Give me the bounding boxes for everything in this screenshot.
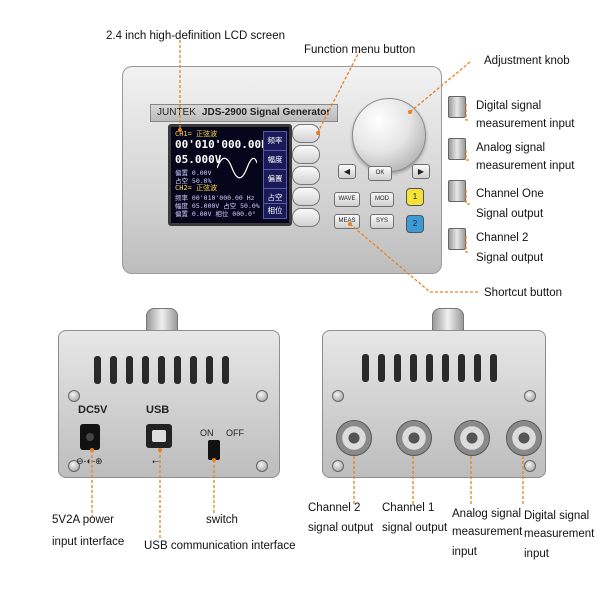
lcd-offset: 偏置 0.00V (175, 169, 212, 177)
lcd-ch2-offset: 偏置 0.00V 相位 000.0° (175, 210, 256, 218)
vent-slot (110, 356, 117, 384)
top-knob-back (146, 308, 178, 334)
screw (332, 390, 344, 402)
vent-slot (190, 356, 197, 384)
label-function-menu: Function menu button (304, 44, 416, 56)
usb-port (146, 424, 172, 448)
meas-button[interactable]: MEAS (334, 214, 360, 229)
channel-1-button[interactable]: 1 (406, 188, 424, 206)
channel-2-button[interactable]: 2 (406, 215, 424, 233)
label-bottom-ch1-2: signal output (382, 522, 448, 534)
screw (524, 390, 536, 402)
label-power-2: input interface (52, 536, 125, 548)
label-digital-input-2: measurement input (476, 118, 575, 130)
lcd-duty: 占空 50.0% (175, 177, 212, 185)
right-arrow-button[interactable]: ▶ (412, 164, 430, 179)
label-bottom-ch1-1: Channel 1 (382, 502, 435, 514)
function-menu-button-5[interactable] (292, 208, 320, 227)
usb-label: USB (146, 404, 170, 416)
switch-off-label: OFF (226, 428, 244, 438)
function-menu-button-4[interactable] (292, 187, 320, 206)
ok-button[interactable]: OK (368, 166, 392, 181)
brand-name: JUNTEK (157, 107, 196, 118)
screw (256, 460, 268, 472)
label-bottom-digital-1: Digital signal (524, 510, 590, 522)
label-adjustment-knob: Adjustment knob (484, 55, 570, 67)
function-menu-button-3[interactable] (292, 166, 320, 185)
label-digital-input-1: Digital signal (476, 100, 542, 112)
label-ch2-output-2: Signal output (476, 252, 544, 264)
lcd-screen: CH1= 正弦波 00'010'000.00Hz 05.000V 偏置 0.00… (168, 124, 292, 226)
lcd-amplitude: 05.000V (175, 153, 222, 166)
label-analog-input-1: Analog signal (476, 142, 546, 154)
lcd-ch2-header: CH2= 正弦波 (175, 184, 218, 192)
label-ch1-output-2: Signal output (476, 208, 544, 220)
label-bottom-analog-1: Analog signal (452, 508, 522, 520)
bnc-channel-1-output (396, 420, 432, 456)
vent-slot (378, 354, 385, 382)
vent-slot (142, 356, 149, 384)
label-shortcut-button: Shortcut button (484, 287, 562, 299)
label-bottom-analog-2: measurement (452, 526, 523, 538)
dc-power-jack (80, 424, 100, 450)
bnc-digital-input (506, 420, 542, 456)
lcd-ch1-header: CH1= 正弦波 (175, 130, 218, 138)
label-bottom-ch2-2: signal output (308, 522, 374, 534)
vent-slot (474, 354, 481, 382)
label-ch2-output-1: Channel 2 (476, 232, 529, 244)
screw (256, 390, 268, 402)
label-ch1-output-1: Channel One (476, 188, 544, 200)
vent-slot (174, 356, 181, 384)
model-name: JDS-2900 Signal Generator (201, 107, 331, 118)
bnc-analog-input (454, 420, 490, 456)
vent-slot (94, 356, 101, 384)
lcd-ch2-amplitude: 幅度 05.000V 占空 50.0% (175, 202, 260, 210)
vent-slot (458, 354, 465, 382)
vent-slot (126, 356, 133, 384)
vent-slot (490, 354, 497, 382)
lcd-frequency: 00'010'000.00Hz (175, 138, 275, 151)
back-panel-view (58, 330, 280, 478)
vent-slot (442, 354, 449, 382)
usb-icon: ⭠ (152, 456, 160, 466)
power-switch[interactable] (208, 440, 220, 460)
dc5v-label: DC5V (78, 404, 108, 416)
label-lcd-screen: 2.4 inch high-definition LCD screen (106, 30, 285, 42)
vent-slot (410, 354, 417, 382)
mod-button[interactable]: MOD (370, 192, 394, 207)
lcd-menu-phase: 相位 (263, 203, 287, 219)
label-usb-comm: USB communication interface (144, 540, 296, 552)
function-menu-button-2[interactable] (292, 145, 320, 164)
vent-slot (158, 356, 165, 384)
screw (524, 460, 536, 472)
label-bottom-analog-3: input (452, 546, 477, 558)
label-bottom-digital-2: measurement (524, 528, 595, 540)
vent-slot (394, 354, 401, 382)
sine-wave-icon (217, 157, 257, 179)
sys-button[interactable]: SYS (370, 214, 394, 229)
vent-slot (426, 354, 433, 382)
label-power-1: 5V2A power (52, 514, 115, 526)
vent-slot (222, 356, 229, 384)
screw (68, 460, 80, 472)
switch-on-label: ON (200, 428, 214, 438)
adjustment-knob[interactable] (352, 98, 426, 172)
label-analog-input-2: measurement input (476, 160, 575, 172)
left-arrow-button[interactable]: ◀ (338, 164, 356, 179)
vent-slot (362, 354, 369, 382)
lcd-ch2-frequency: 频率 00'010'000.00 Hz (175, 194, 255, 202)
screw (332, 460, 344, 472)
brand-plate: JUNTEK JDS-2900 Signal Generator (150, 104, 338, 122)
wave-button[interactable]: WAVE (334, 192, 360, 207)
bnc-channel-2-output (336, 420, 372, 456)
analog-input-connector (448, 138, 466, 160)
label-bottom-ch2-1: Channel 2 (308, 502, 361, 514)
label-bottom-digital-3: input (524, 548, 549, 560)
label-switch: switch (206, 514, 238, 526)
screw (68, 390, 80, 402)
vent-slot (206, 356, 213, 384)
polarity-icon: ⊖-◐-⊕ (76, 456, 103, 466)
